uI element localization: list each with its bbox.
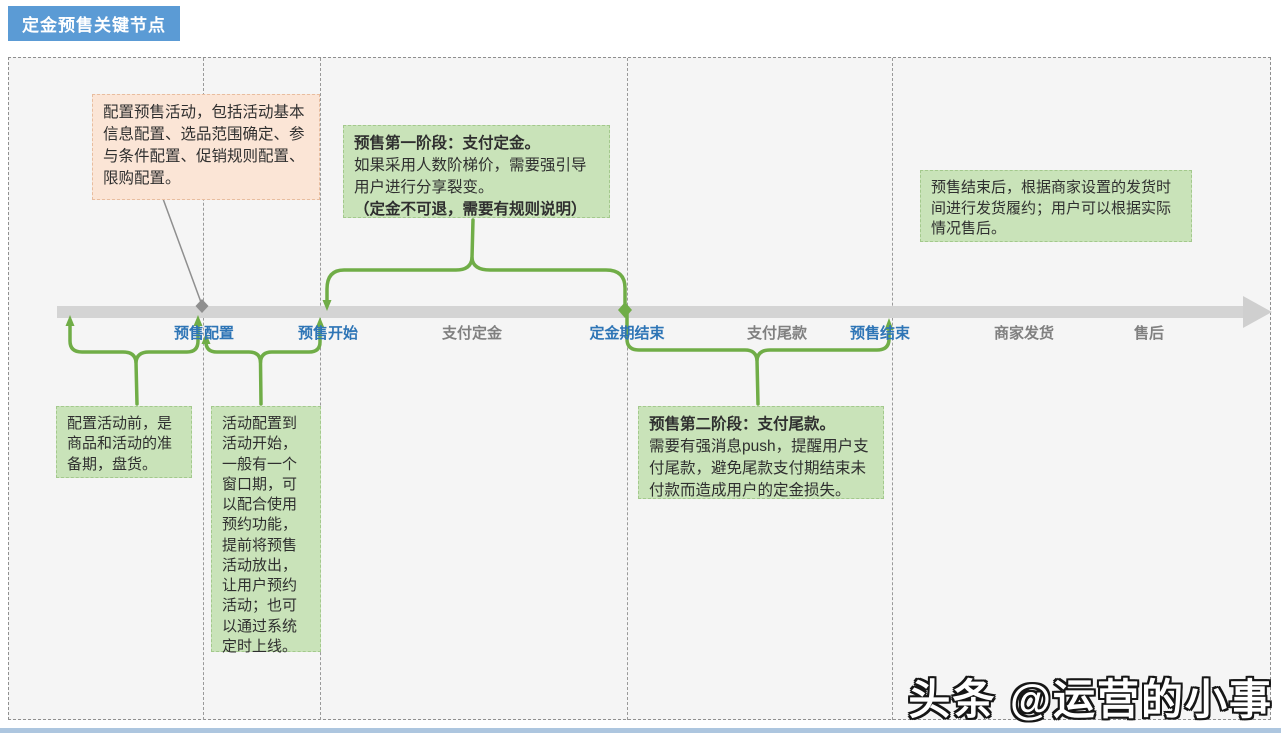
note-title: 预售第二阶段：支付尾款。 (649, 416, 836, 433)
note-rule: （定金不可退，需要有规则说明） (354, 201, 587, 218)
watermark-text: 头条 @运营的小事 (908, 676, 1273, 723)
stage-presale-start: 预售开始 (297, 325, 359, 342)
section-divider-1 (203, 58, 204, 720)
stage-pay-deposit: 支付定金 (441, 325, 503, 342)
note-text: 预售结束后，根据商家设置的发货时间进行发货履约；用户可以根据实际情况售后。 (931, 179, 1172, 238)
page-title: 定金预售关键节点 (8, 6, 180, 41)
note-text: 配置活动前，是商品和活动的准备期，盘货。 (67, 415, 173, 473)
stage-presale-end: 预售结束 (849, 325, 911, 342)
stage-presale-config: 预售配置 (173, 325, 235, 342)
note-preparation: 配置活动前，是商品和活动的准备期，盘货。 (56, 406, 192, 478)
section-divider-2 (320, 58, 321, 720)
note-body: 需要有强消息push，提醒用户支付尾款，避免尾款支付期结束未付款而造成用户的定金… (649, 438, 869, 499)
stage-after-sale: 售后 (1133, 325, 1165, 342)
note-config-activity: 配置预售活动，包括活动基本信息配置、选品范围确定、参与条件配置、促销规则配置、限… (92, 94, 320, 200)
bottom-accent-bar (0, 728, 1281, 733)
note-window-period: 活动配置到活动开始，一般有一个窗口期，可以配合使用预约功能，提前将预售活动放出，… (211, 406, 321, 655)
note-stage1: 预售第一阶段：支付定金。 如果采用人数阶梯价，需要强引导用户进行分享裂变。 （定… (343, 125, 610, 218)
note-stage2: 预售第二阶段：支付尾款。 需要有强消息push，提醒用户支付尾款，避免尾款支付期… (638, 406, 884, 499)
stage-pay-balance: 支付尾款 (746, 325, 808, 342)
section-divider-3 (627, 58, 628, 720)
note-body: 如果采用人数阶梯价，需要强引导用户进行分享裂变。 (354, 157, 587, 196)
note-text: 配置预售活动，包括活动基本信息配置、选品范围确定、参与条件配置、促销规则配置、限… (103, 104, 305, 187)
section-divider-4 (892, 58, 893, 720)
note-after-sale: 预售结束后，根据商家设置的发货时间进行发货履约；用户可以根据实际情况售后。 (920, 170, 1192, 242)
stage-deposit-end: 定金期结束 (589, 325, 665, 342)
note-title: 预售第一阶段：支付定金。 (354, 135, 541, 152)
stage-merchant-ship: 商家发货 (993, 325, 1055, 342)
note-text: 活动配置到活动开始，一般有一个窗口期，可以配合使用预约功能，提前将预售活动放出，… (222, 415, 298, 655)
